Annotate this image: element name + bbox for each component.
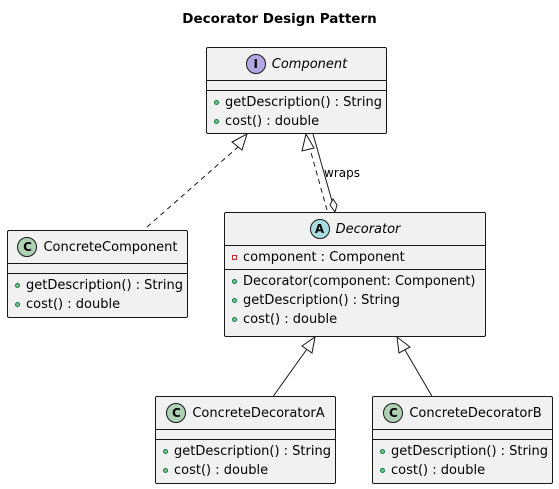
aggregation-edge-wraps (312, 133, 333, 202)
fields-section (207, 81, 386, 91)
method-row: cost() : double (373, 461, 552, 480)
method-signature: cost() : double (174, 463, 269, 478)
fields-section (8, 264, 187, 274)
realization-arrowhead-decorator (301, 132, 315, 152)
public-visibility-icon (214, 119, 219, 124)
method-signature: cost() : double (26, 297, 121, 312)
field-row: component : Component (225, 248, 485, 267)
method-signature: getDescription() : String (26, 278, 183, 293)
class-box-concrete-component: C ConcreteComponent getDescription() : S… (7, 230, 188, 318)
private-visibility-icon (232, 255, 237, 260)
method-row: getDescription() : String (373, 442, 552, 461)
method-signature: getDescription() : String (225, 95, 382, 110)
method-signature: cost() : double (243, 312, 338, 327)
field-signature: component : Component (243, 250, 405, 265)
method-signature: cost() : double (391, 463, 486, 478)
class-box-concrete-decorator-b: C ConcreteDecoratorB getDescription() : … (372, 396, 553, 484)
generalization-arrowhead-decorator-b (396, 335, 411, 354)
class-header: A Decorator (225, 213, 485, 246)
public-visibility-icon (232, 279, 237, 284)
abstract-badge-icon: A (309, 219, 330, 239)
method-signature: getDescription() : String (243, 293, 400, 308)
fields-section (156, 430, 335, 440)
class-header: I Component (207, 48, 386, 81)
class-name: ConcreteComponent (43, 239, 178, 255)
realization-arrowhead-concrete-component (231, 132, 248, 151)
method-row: getDescription() : String (225, 291, 485, 310)
method-row: cost() : double (8, 295, 187, 314)
method-row: getDescription() : String (156, 442, 335, 461)
method-row: cost() : double (156, 461, 335, 480)
methods-section: Decorator(component: Component) getDescr… (225, 270, 485, 331)
realization-edge-concrete-component (146, 146, 239, 228)
public-visibility-icon (232, 317, 237, 322)
method-row: Decorator(component: Component) (225, 272, 485, 291)
methods-section: getDescription() : String cost() : doubl… (373, 440, 552, 482)
realization-edge-decorator (309, 148, 328, 211)
public-visibility-icon (214, 100, 219, 105)
class-name: Decorator (335, 221, 401, 237)
class-name: ConcreteDecoratorB (409, 405, 542, 421)
class-name: Component (271, 56, 348, 72)
method-signature: cost() : double (225, 114, 320, 129)
class-badge-icon: C (17, 237, 38, 257)
class-box-decorator: A Decorator component : Component Decora… (224, 212, 486, 337)
public-visibility-icon (163, 449, 168, 454)
public-visibility-icon (15, 283, 20, 288)
method-row: cost() : double (207, 112, 386, 131)
class-header: C ConcreteDecoratorA (156, 397, 335, 430)
public-visibility-icon (232, 298, 237, 303)
public-visibility-icon (380, 449, 385, 454)
public-visibility-icon (380, 468, 385, 473)
class-box-concrete-decorator-a: C ConcreteDecoratorA getDescription() : … (155, 396, 336, 484)
aggregation-diamond (329, 198, 338, 214)
method-signature: Decorator(component: Component) (243, 274, 476, 289)
generalization-edge-decorator-b (404, 349, 434, 399)
wraps-label: wraps (324, 166, 360, 180)
class-badge-icon: C (383, 403, 404, 423)
method-row: getDescription() : String (8, 276, 187, 295)
methods-section: getDescription() : String cost() : doubl… (207, 91, 386, 133)
public-visibility-icon (163, 468, 168, 473)
fields-section (373, 430, 552, 440)
generalization-edge-decorator-a (271, 348, 308, 399)
class-box-component: I Component getDescription() : String co… (206, 47, 387, 134)
diagram-title: Decorator Design Pattern (182, 11, 377, 27)
interface-badge-icon: I (245, 54, 266, 74)
methods-section: getDescription() : String cost() : doubl… (156, 440, 335, 482)
fields-section: component : Component (225, 246, 485, 270)
class-header: C ConcreteDecoratorB (373, 397, 552, 430)
methods-section: getDescription() : String cost() : doubl… (8, 274, 187, 316)
method-signature: getDescription() : String (174, 444, 331, 459)
method-row: getDescription() : String (207, 93, 386, 112)
class-name: ConcreteDecoratorA (192, 405, 325, 421)
class-header: C ConcreteComponent (8, 231, 187, 264)
class-badge-icon: C (166, 403, 187, 423)
method-signature: getDescription() : String (391, 444, 548, 459)
public-visibility-icon (15, 302, 20, 307)
generalization-arrowhead-decorator-a (301, 335, 316, 354)
method-row: cost() : double (225, 310, 485, 329)
